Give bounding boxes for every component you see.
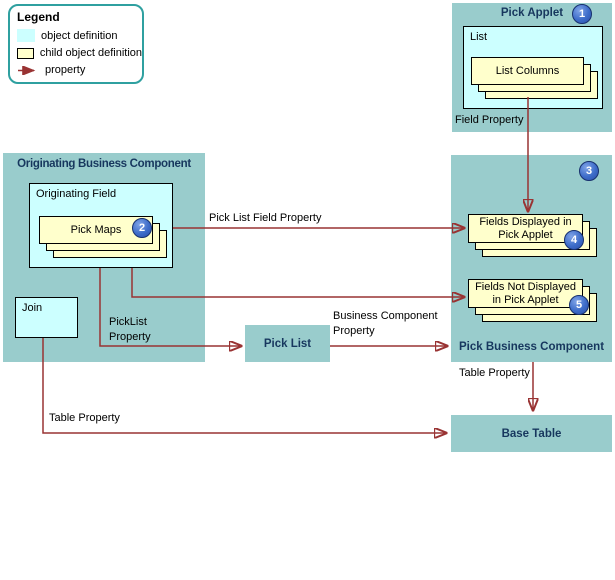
fields-not-displayed-box: Fields Not Displayed in Pick Applet 5 — [468, 279, 589, 315]
picklist-property-label: PickList Property — [109, 316, 151, 343]
originating-field-label: Originating Field — [36, 188, 117, 200]
fields-displayed-stack: Fields Displayed in Pick Applet 4 — [468, 214, 599, 259]
originating-business-component-panel: Originating Business Component Originati… — [3, 153, 205, 362]
base-table-box: Base Table — [451, 415, 612, 452]
fields-not-displayed-stack: Fields Not Displayed in Pick Applet 5 — [468, 279, 599, 324]
pick-business-component-panel: 3 Fields Displayed in Pick Applet 4 Fiel… — [451, 155, 612, 362]
legend-title: Legend — [17, 10, 60, 24]
pick-maps-stack: Pick Maps 2 — [39, 216, 169, 260]
step-badge-3: 3 — [579, 161, 599, 181]
pick-maps-box: Pick Maps 2 — [39, 216, 153, 244]
list-label: List — [470, 31, 488, 43]
join-object-box: Join — [15, 297, 78, 338]
fields-not-displayed-label: Fields Not Displayed in Pick Applet — [475, 280, 576, 306]
child-object-definition-swatch — [17, 47, 34, 59]
fields-displayed-box: Fields Displayed in Pick Applet 4 — [468, 214, 584, 250]
originating-business-component-title: Originating Business Component — [17, 158, 191, 170]
step-badge-4: 4 — [564, 230, 584, 250]
field-property-label: Field Property — [455, 114, 524, 126]
step-badge-1: 1 — [572, 4, 592, 24]
pick-applet-title: Pick Applet — [500, 7, 564, 19]
step-badge-2: 2 — [132, 218, 152, 238]
legend-item-label: property — [45, 64, 86, 76]
step-badge-5: 5 — [569, 295, 589, 315]
table-property-label-left: Table Property — [49, 412, 120, 424]
table-property-label-right: Table Property — [459, 367, 530, 379]
legend-item-label: object definition — [41, 29, 118, 42]
originating-field-object-box: Originating Field Pick Maps 2 — [29, 183, 173, 268]
list-object-box: List List Columns — [463, 26, 603, 109]
fields-displayed-label: Fields Displayed in Pick Applet — [479, 215, 572, 241]
pick-business-component-title: Pick Business Component — [458, 341, 605, 353]
legend-item-property: property — [17, 64, 142, 76]
legend-item-label: child object definition — [39, 47, 142, 59]
legend: Legend object definition child object de… — [8, 4, 144, 84]
pick-list-box: Pick List — [245, 325, 330, 362]
business-component-property-label: Business Component Property — [333, 310, 438, 337]
list-columns-box: List Columns — [471, 57, 584, 85]
object-definition-swatch — [17, 29, 35, 42]
legend-item-object-definition: object definition — [17, 29, 142, 42]
pick-list-field-property-label: Pick List Field Property — [209, 212, 322, 224]
list-columns-stack: List Columns — [471, 57, 600, 101]
pick-maps-label: Pick Maps — [70, 223, 122, 236]
legend-item-child-object-definition: child object definition — [17, 47, 142, 59]
property-arrow-icon — [18, 65, 36, 75]
pick-applet-panel: Pick Applet 1 List List Columns — [452, 3, 612, 132]
join-label: Join — [22, 302, 43, 314]
